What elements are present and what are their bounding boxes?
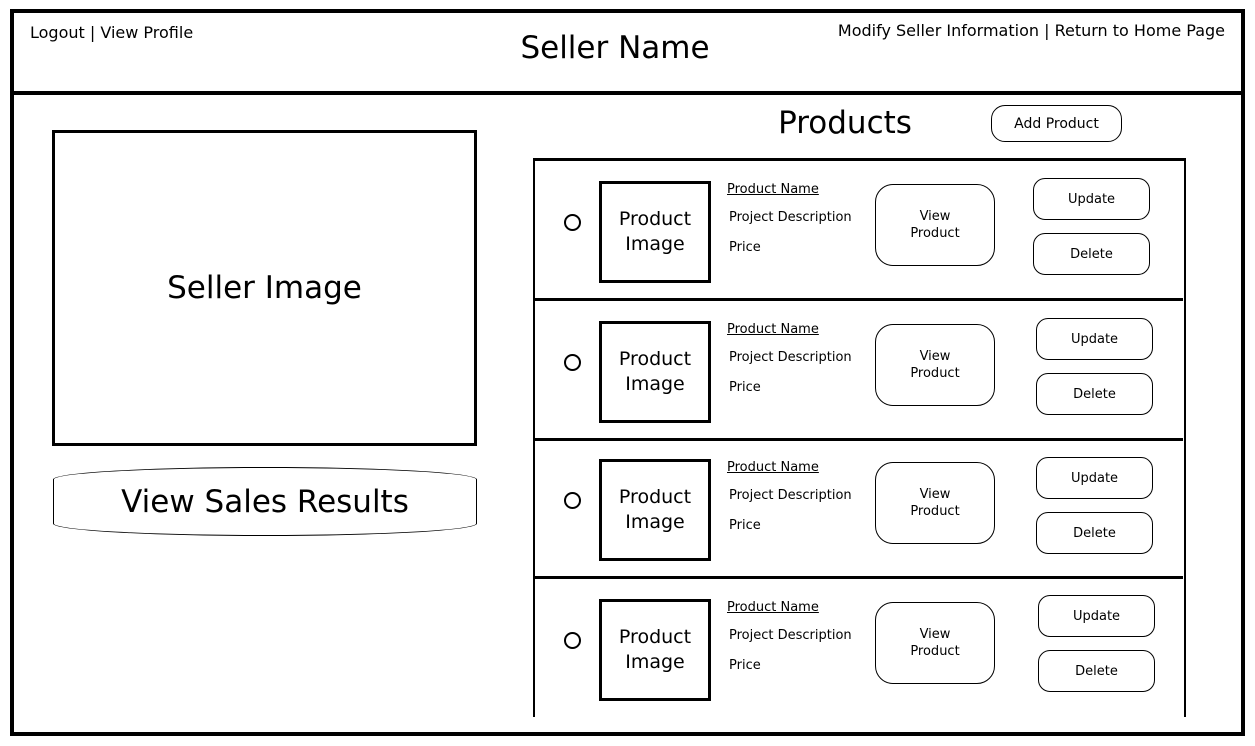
view-sales-results-label: View Sales Results [121,483,409,520]
product-price: Price [729,240,761,255]
view-product-button[interactable]: View Product [875,462,995,544]
delete-label: Delete [1075,663,1118,679]
product-name-link[interactable]: Product Name [727,600,819,615]
nav-separator: | [1044,21,1050,40]
update-button[interactable]: Update [1036,457,1153,499]
account-nav: Logout | View Profile [30,23,193,42]
product-image-label: Image [625,373,685,395]
seller-nav: Modify Seller Information | Return to Ho… [838,21,1225,40]
product-name-link[interactable]: Product Name [727,182,819,197]
delete-label: Delete [1073,386,1116,402]
product-image-label: Product [618,626,692,648]
product-description: Project Description [729,628,852,643]
product-description: Project Description [729,350,852,365]
add-product-button[interactable]: Add Product [991,105,1122,142]
row-divider [535,298,1183,301]
view-product-label: View [919,209,951,224]
view-product-button[interactable]: View Product [875,184,995,266]
view-product-label: Product [910,226,960,241]
update-label: Update [1067,191,1116,207]
update-label: Update [1072,608,1121,624]
product-image-label: Product [618,348,692,370]
product-row: Product Image Product Name Project Descr… [535,439,1183,579]
delete-button[interactable]: Delete [1033,233,1150,275]
view-product-label: Product [910,366,960,381]
product-image: Product Image [599,459,711,561]
product-price: Price [729,380,761,395]
page-title: Seller Name [520,30,710,66]
product-select-radio[interactable] [564,632,581,649]
view-product-label: View [919,627,951,642]
modify-seller-link[interactable]: Modify Seller Information [837,21,1040,40]
view-product-label: Product [910,504,960,519]
product-image: Product Image [599,321,711,423]
delete-button[interactable]: Delete [1036,512,1153,554]
product-image-label: Product [618,486,692,508]
view-profile-link[interactable]: View Profile [100,23,194,42]
update-button[interactable]: Update [1033,178,1150,220]
product-row: Product Image Product Name Project Descr… [535,579,1183,719]
update-button[interactable]: Update [1036,318,1153,360]
product-description: Project Description [729,488,852,503]
update-button[interactable]: Update [1038,595,1155,637]
update-label: Update [1070,470,1119,486]
product-image: Product Image [599,599,711,701]
product-row: Product Image Product Name Project Descr… [535,301,1183,441]
product-name-link[interactable]: Product Name [727,460,819,475]
view-product-label: View [919,349,951,364]
add-product-label: Add Product [1014,115,1099,132]
product-name-link[interactable]: Product Name [727,322,819,337]
product-image-label: Image [625,511,685,533]
logout-link[interactable]: Logout [30,23,85,42]
row-divider [535,438,1183,441]
header-divider [10,91,1245,95]
product-row: Product Image Product Name Project Descr… [535,161,1183,301]
products-heading: Products [778,105,912,141]
delete-button[interactable]: Delete [1038,650,1155,692]
return-home-link[interactable]: Return to Home Page [1054,21,1225,40]
delete-label: Delete [1073,525,1116,541]
delete-button[interactable]: Delete [1036,373,1153,415]
product-list: Product Image Product Name Project Descr… [533,158,1186,717]
product-image-label: Product [618,208,692,230]
delete-label: Delete [1070,246,1113,262]
view-product-label: View [919,487,951,502]
row-divider [535,576,1183,579]
view-product-label: Product [910,644,960,659]
seller-image: Seller Image [52,130,477,446]
product-price: Price [729,518,761,533]
update-label: Update [1070,331,1119,347]
product-select-radio[interactable] [564,354,581,371]
product-image: Product Image [599,181,711,283]
view-product-button[interactable]: View Product [875,324,995,406]
seller-image-label: Seller Image [167,270,362,306]
product-select-radio[interactable] [564,214,581,231]
product-description: Project Description [729,210,852,225]
page-frame [10,9,1245,736]
product-image-label: Image [625,651,685,673]
view-sales-results-button[interactable]: View Sales Results [53,467,477,536]
product-price: Price [729,658,761,673]
nav-separator: | [89,23,96,42]
product-image-label: Image [625,233,685,255]
view-product-button[interactable]: View Product [875,602,995,684]
product-select-radio[interactable] [564,492,581,509]
